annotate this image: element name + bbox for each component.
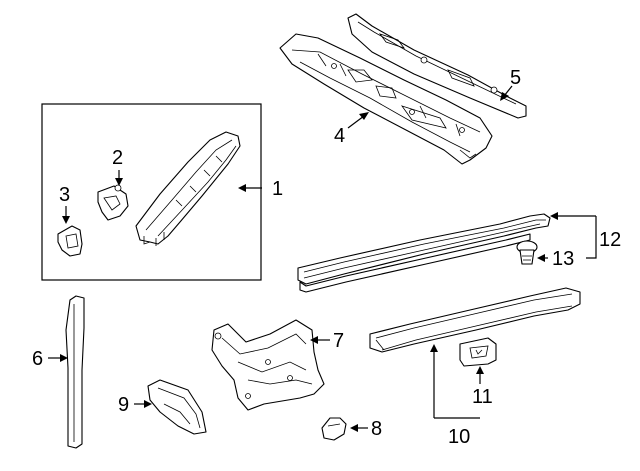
part-2-clip (97, 184, 129, 221)
callout-1: 1 (272, 178, 283, 200)
part-3-bracket (57, 225, 83, 257)
callout-9: 9 (118, 394, 129, 416)
callout-10: 10 (448, 426, 470, 448)
part-9-bracket (147, 379, 207, 435)
part-10-rocker-trim (369, 287, 581, 353)
callout-7: 7 (333, 330, 344, 352)
part-12-side-rail (297, 213, 551, 293)
part-1-pillar-trim (135, 131, 241, 246)
part-13-push-clip (516, 240, 538, 265)
callout-11: 11 (472, 386, 493, 408)
part-5-upper-panel (347, 13, 527, 119)
callout-4: 4 (334, 125, 345, 147)
callout-6: 6 (32, 348, 43, 370)
part-8-cap (321, 417, 347, 441)
callout-13: 13 (552, 248, 574, 270)
callout-3: 3 (59, 184, 70, 206)
part-6-post-trim (65, 295, 85, 449)
part-7-inner-panel (211, 319, 325, 411)
assembly-1-box (41, 103, 262, 281)
callout-12: 12 (599, 229, 621, 251)
callout-5: 5 (510, 67, 521, 89)
part-4-header-panel (279, 33, 493, 165)
callout-8: 8 (371, 418, 382, 440)
callout-2: 2 (112, 147, 123, 169)
part-11-clip (459, 337, 497, 367)
